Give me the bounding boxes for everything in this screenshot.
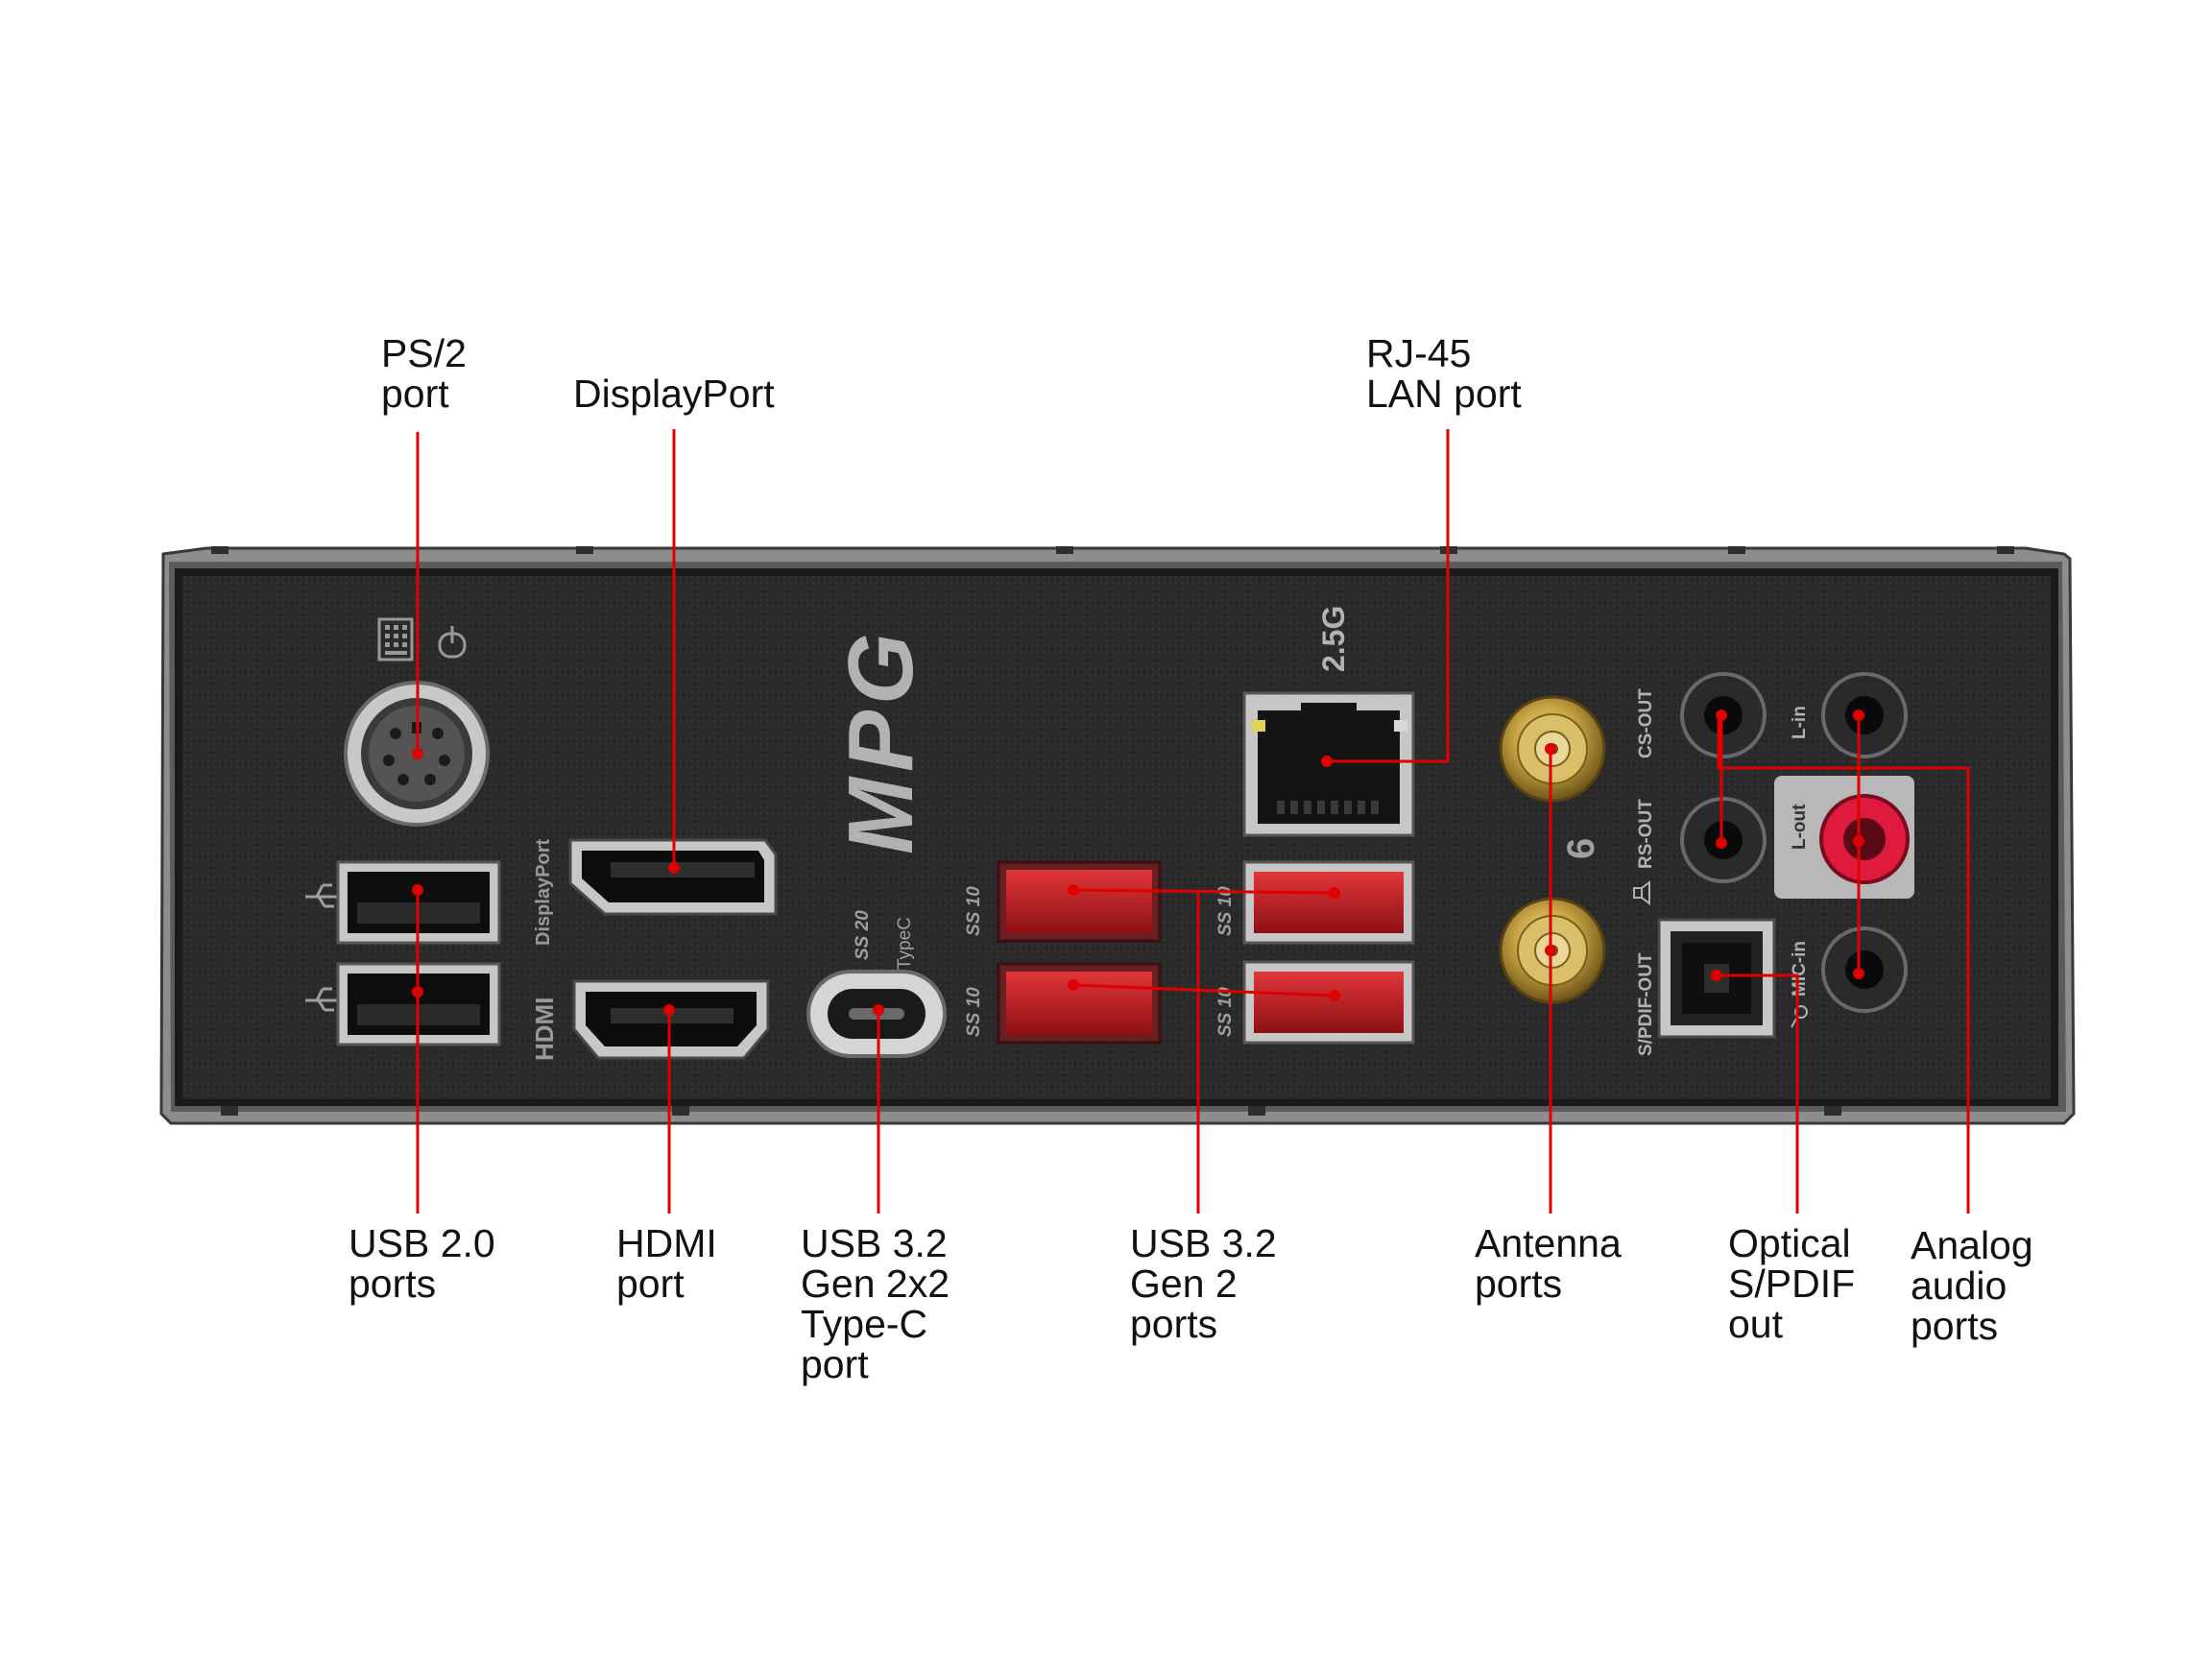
callout-optical-line: out bbox=[1728, 1302, 1783, 1346]
callout-ps2-line: port bbox=[381, 372, 449, 416]
usb32-gen2-leader bbox=[1072, 888, 1335, 895]
callout-rj45: RJ-45 LAN port bbox=[1366, 333, 1522, 414]
callout-typec-line: port bbox=[801, 1342, 869, 1386]
usb32-gen2-leader bbox=[1072, 983, 1335, 998]
lan-speed-marking: 2.5G bbox=[1316, 606, 1351, 672]
callout-analog-line: ports bbox=[1911, 1304, 1999, 1348]
mic-in-jack bbox=[1821, 926, 1908, 1013]
hdmi-marking: HDMI bbox=[530, 998, 559, 1061]
keyboard-icon bbox=[377, 617, 414, 661]
callout-analog: Analog audio ports bbox=[1911, 1225, 2033, 1346]
speaker-icon bbox=[1633, 880, 1650, 905]
callout-analog-line: Analog bbox=[1911, 1223, 2033, 1267]
callout-displayport: DisplayPort bbox=[573, 373, 775, 414]
callout-analog-line: audio bbox=[1911, 1263, 2008, 1308]
callout-usb20-line: USB 2.0 bbox=[349, 1221, 495, 1265]
usb32-gen2-port bbox=[997, 962, 1162, 1045]
callout-typec-line: Gen 2x2 bbox=[801, 1262, 950, 1306]
hdmi-port bbox=[572, 979, 770, 1060]
callout-ps2: PS/2 port bbox=[381, 333, 467, 414]
callout-rj45-line: LAN port bbox=[1366, 372, 1522, 416]
callout-usb32-gen2-line: USB 3.2 bbox=[1130, 1221, 1277, 1265]
callout-optical: Optical S/PDIF out bbox=[1728, 1223, 1855, 1344]
callout-typec-line: USB 3.2 bbox=[801, 1221, 948, 1265]
leader-lines bbox=[416, 429, 1970, 1214]
mic-in-marking: MIC-in bbox=[1790, 941, 1810, 997]
callout-hdmi: HDMI port bbox=[616, 1223, 717, 1304]
brand-logo: MPG bbox=[830, 627, 932, 854]
callout-typec-line: Type-C bbox=[801, 1302, 928, 1346]
wifi-marking: 6 bbox=[1560, 838, 1602, 859]
callout-typec: USB 3.2 Gen 2x2 Type-C port bbox=[801, 1223, 950, 1384]
callout-antenna: Antenna ports bbox=[1475, 1223, 1622, 1304]
usb32-gen2-port bbox=[1242, 960, 1415, 1045]
ss10-marking: SS 10 bbox=[964, 886, 984, 936]
callout-rj45-line: RJ-45 bbox=[1366, 331, 1472, 375]
rj45-leader bbox=[1327, 429, 1450, 763]
callout-usb20-line: ports bbox=[349, 1262, 437, 1306]
ss10-marking: SS 10 bbox=[1215, 886, 1236, 936]
callout-usb32-gen2: USB 3.2 Gen 2 ports bbox=[1130, 1223, 1277, 1344]
callout-optical-line: Optical bbox=[1728, 1221, 1851, 1265]
displayport-port bbox=[568, 838, 778, 916]
cs-out-marking: CS-OUT bbox=[1636, 688, 1656, 758]
mouse-icon bbox=[438, 626, 467, 659]
l-out-marking: L-out bbox=[1790, 804, 1810, 850]
ss10-marking: SS 10 bbox=[964, 987, 984, 1037]
usb-icon bbox=[305, 883, 340, 908]
callout-displayport-line: DisplayPort bbox=[573, 372, 775, 416]
analog-leader bbox=[1717, 715, 1970, 1214]
callout-usb32-gen2-line: ports bbox=[1130, 1302, 1218, 1346]
callout-optical-line: S/PDIF bbox=[1728, 1262, 1856, 1306]
ss10-marking: SS 10 bbox=[1215, 987, 1236, 1037]
callout-hdmi-line: port bbox=[616, 1262, 685, 1306]
spdif-out-marking: S/PDIF-OUT bbox=[1636, 952, 1656, 1056]
rs-out-marking: RS-OUT bbox=[1636, 799, 1656, 869]
l-out-jack bbox=[1819, 794, 1910, 884]
usb32-gen2-port bbox=[1242, 860, 1415, 945]
optical-leader bbox=[1717, 974, 1799, 1214]
ss20-marking: SS 20 bbox=[853, 910, 873, 960]
l-in-marking: L-in bbox=[1790, 706, 1810, 739]
usb-icon bbox=[305, 987, 340, 1012]
callout-antenna-line: ports bbox=[1475, 1262, 1563, 1306]
usb32-gen2-port bbox=[997, 860, 1162, 943]
callout-hdmi-line: HDMI bbox=[616, 1221, 717, 1265]
leader-dots bbox=[412, 709, 1864, 1016]
displayport-marking: DisplayPort bbox=[533, 839, 554, 946]
callout-usb20: USB 2.0 ports bbox=[349, 1223, 495, 1304]
callout-antenna-line: Antenna bbox=[1475, 1221, 1622, 1265]
typec-marking: TypeC bbox=[895, 917, 915, 970]
callout-ps2-line: PS/2 bbox=[381, 331, 467, 375]
callout-usb32-gen2-line: Gen 2 bbox=[1130, 1262, 1238, 1306]
